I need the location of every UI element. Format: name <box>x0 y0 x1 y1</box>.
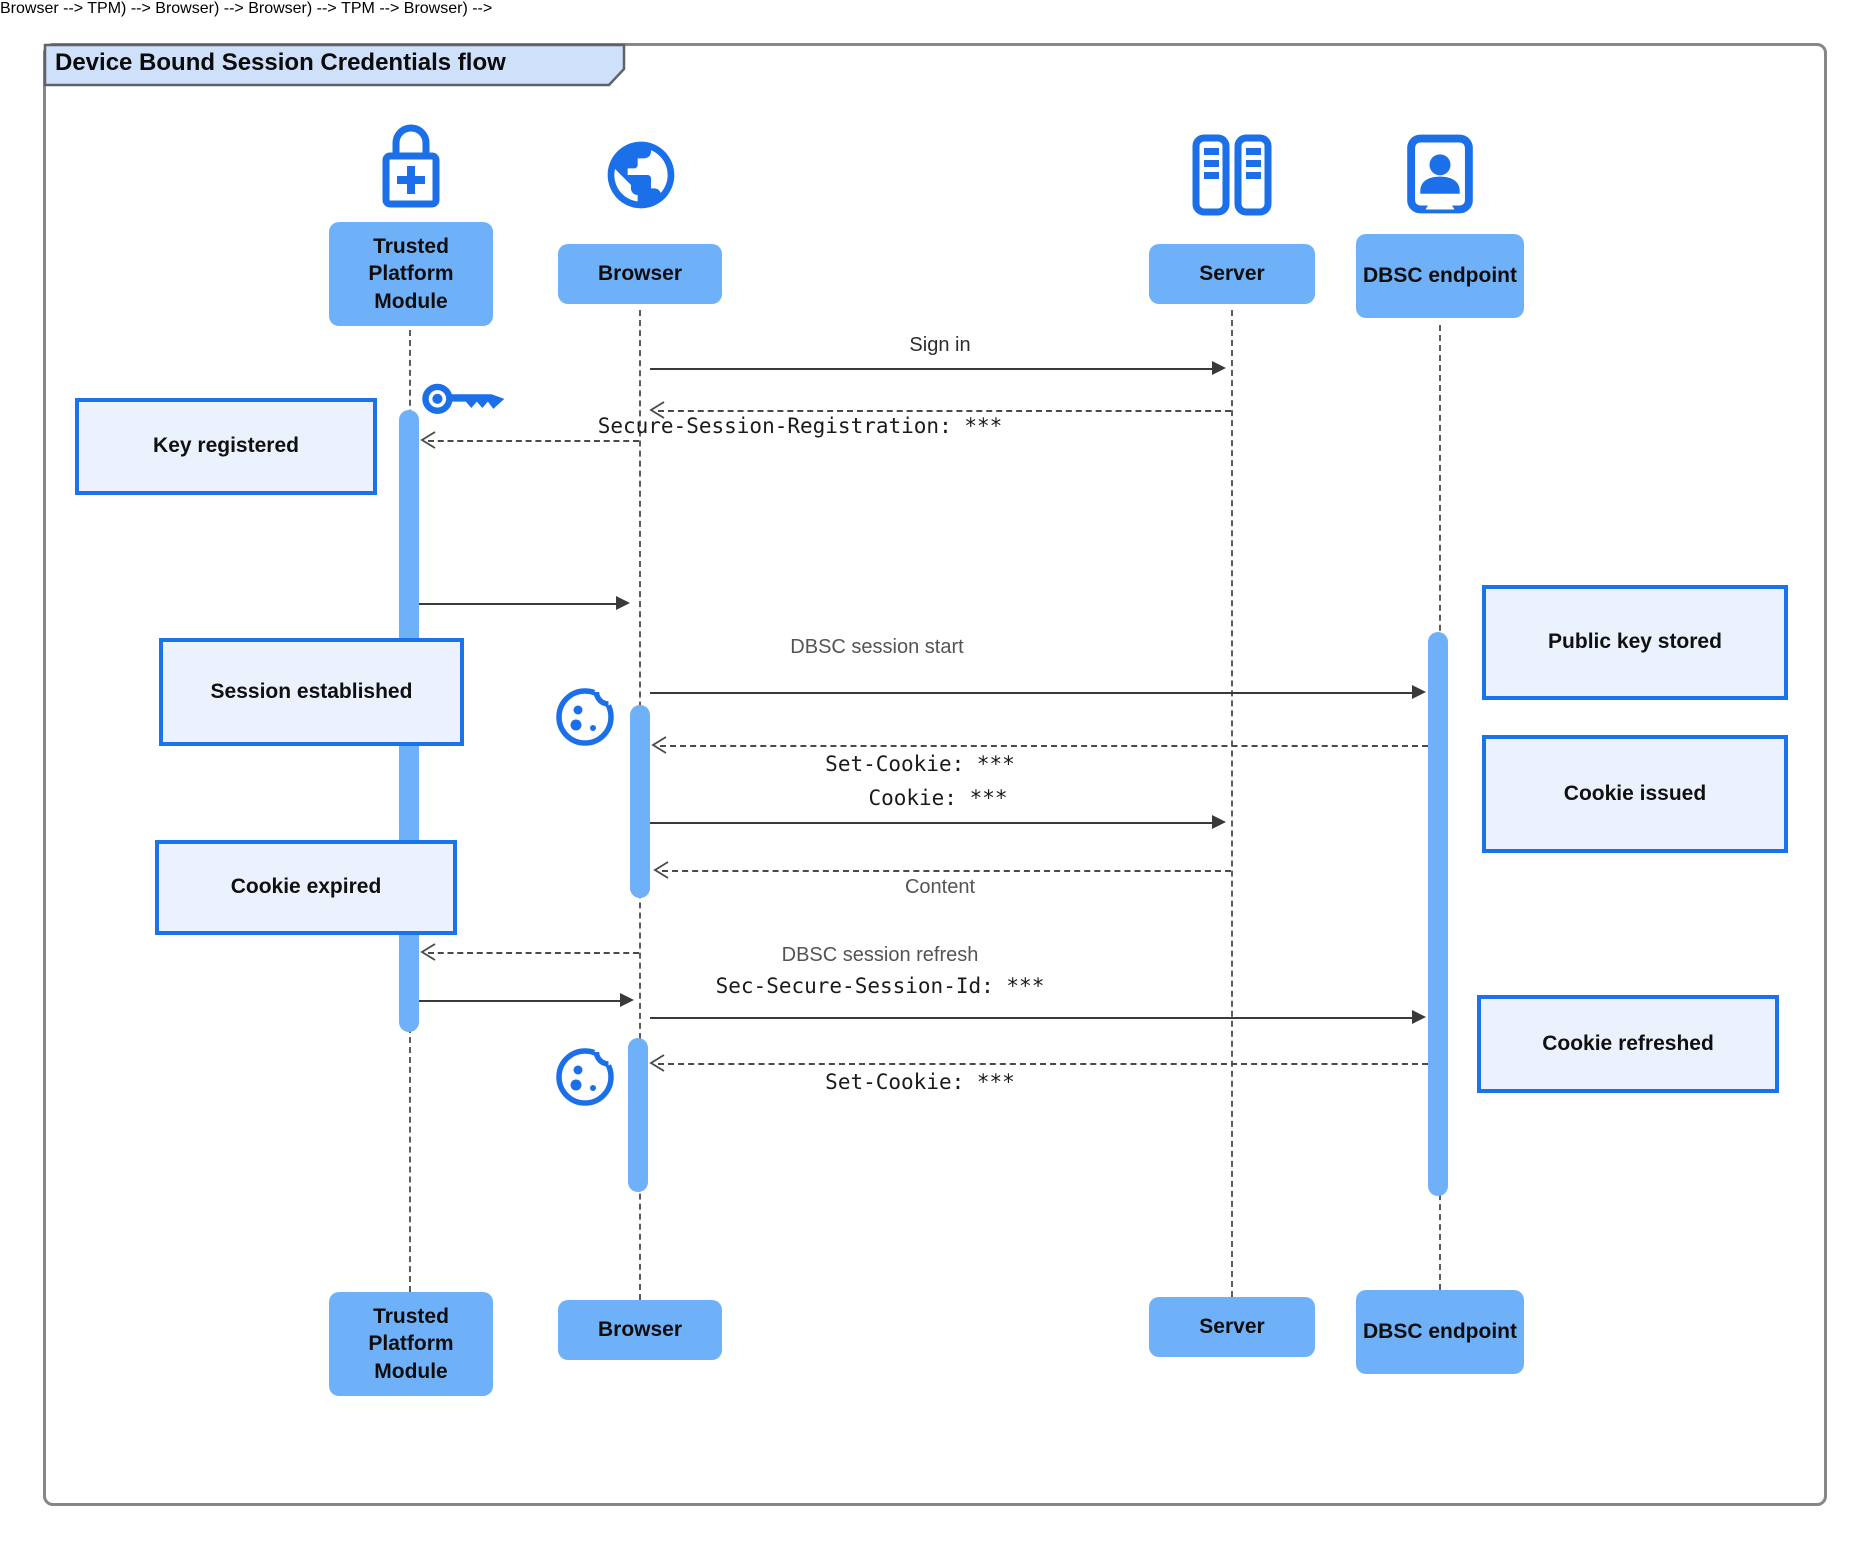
message-sign-in-label: Sign in <box>909 334 971 356</box>
message-set-cookie-2-label: Set-Cookie: *** <box>825 1070 1015 1094</box>
arrow-set-cookie-1 <box>660 745 1428 747</box>
open-arrowhead-set-cookie-2 <box>649 1054 665 1072</box>
actor-server-top: Server <box>1149 244 1315 304</box>
arrow-session-refresh <box>650 1017 1412 1019</box>
activation-bar-browser-1 <box>630 705 650 898</box>
message-session-refresh-label: DBSC session refresh <box>781 944 979 966</box>
arrow-browser-to-tpm <box>428 952 639 954</box>
message-set-cookie-1-label: Set-Cookie: *** <box>825 752 1015 776</box>
account-box-icon <box>1398 130 1482 223</box>
actor-dbsc-top: DBSC endpoint <box>1356 234 1524 318</box>
open-arrowhead-set-cookie-1 <box>651 736 667 754</box>
arrowhead-tpm-to-browser-2 <box>620 993 634 1007</box>
lifeline-server <box>1231 310 1233 1297</box>
cookie-icon <box>552 1040 618 1113</box>
arrow-tpm-to-browser-2 <box>419 1000 622 1002</box>
actor-server-bottom-label: Server <box>1199 1315 1265 1339</box>
actor-browser-bottom-label: Browser <box>597 1318 683 1342</box>
actor-dbsc-label: DBSC endpoint <box>1363 264 1517 288</box>
actor-server-bottom: Server <box>1149 1297 1315 1357</box>
arrowhead-cookie <box>1212 815 1226 829</box>
lock-plus-icon <box>376 116 446 221</box>
page-title: Device Bound Session Credentials flow <box>55 49 506 76</box>
note-cookie-refreshed: Cookie refreshed <box>1477 995 1779 1093</box>
message-session-id-label: Sec-Secure-Session-Id: *** <box>715 974 1045 998</box>
actor-dbsc-bottom: DBSC endpoint <box>1356 1290 1524 1374</box>
actor-tpm-label: Trusted Platform Module <box>368 235 454 313</box>
arrowhead-sign-in <box>1212 361 1226 375</box>
actor-browser-label: Browser <box>597 262 683 286</box>
arrowhead-session-refresh <box>1412 1010 1426 1024</box>
globe-icon <box>601 135 681 220</box>
arrow-sign-in <box>650 368 1212 370</box>
note-key-registered: Key registered <box>75 398 377 495</box>
arrow-cookie <box>650 822 1212 824</box>
arrow-registration <box>658 410 1231 412</box>
note-cookie-issued-text: Cookie issued <box>1563 781 1707 805</box>
actor-tpm-top: Trusted Platform Module <box>329 222 493 326</box>
cookie-icon <box>552 680 618 753</box>
arrow-content <box>662 870 1231 872</box>
message-content-label: Content <box>904 876 976 898</box>
title-tab <box>43 43 627 87</box>
arrow-tpm-to-browser-1 <box>419 603 618 605</box>
message-cookie-label: Cookie: *** <box>868 786 1008 810</box>
arrow-registration-to-tpm <box>428 440 639 442</box>
actor-server-label: Server <box>1199 262 1265 286</box>
note-session-established-text: Session established <box>210 679 413 703</box>
title-tab-shape <box>43 43 626 87</box>
note-public-key-stored-text: Public key stored <box>1548 630 1722 654</box>
activation-bar-browser-2 <box>628 1038 648 1192</box>
note-cookie-refreshed-text: Cookie refreshed <box>1542 1031 1714 1055</box>
actor-tpm-bottom: Trusted Platform Module <box>329 1292 493 1396</box>
message-registration-label: Secure-Session-Registration: *** <box>597 414 1003 438</box>
note-cookie-expired-text: Cookie expired <box>230 875 382 899</box>
activation-bar-dbsc <box>1428 632 1448 1196</box>
actor-tpm-bottom-label: Trusted Platform Module <box>368 1305 454 1383</box>
arrowhead-session-start <box>1412 685 1426 699</box>
key-icon <box>420 370 508 429</box>
open-arrowhead-registration <box>649 401 665 419</box>
actor-browser-bottom: Browser <box>558 1300 722 1360</box>
open-arrowhead-browser-to-tpm <box>420 943 436 961</box>
arrowhead-tpm-to-browser-1 <box>616 596 630 610</box>
actor-browser-top: Browser <box>558 244 722 304</box>
open-arrowhead-content <box>653 861 669 879</box>
open-arrowhead-registration-tpm <box>420 431 436 449</box>
note-public-key-stored: Public key stored <box>1482 585 1788 700</box>
server-racks-icon <box>1190 132 1274 223</box>
actor-dbsc-bottom-label: DBSC endpoint <box>1363 1320 1517 1344</box>
note-session-established: Session established <box>159 638 464 746</box>
note-key-registered-text: Key registered <box>153 434 299 458</box>
message-session-start-label: DBSC session start <box>790 636 964 658</box>
arrow-session-start <box>650 692 1412 694</box>
note-cookie-expired: Cookie expired <box>155 840 457 935</box>
note-cookie-issued: Cookie issued <box>1482 735 1788 853</box>
arrow-set-cookie-2 <box>658 1063 1428 1065</box>
